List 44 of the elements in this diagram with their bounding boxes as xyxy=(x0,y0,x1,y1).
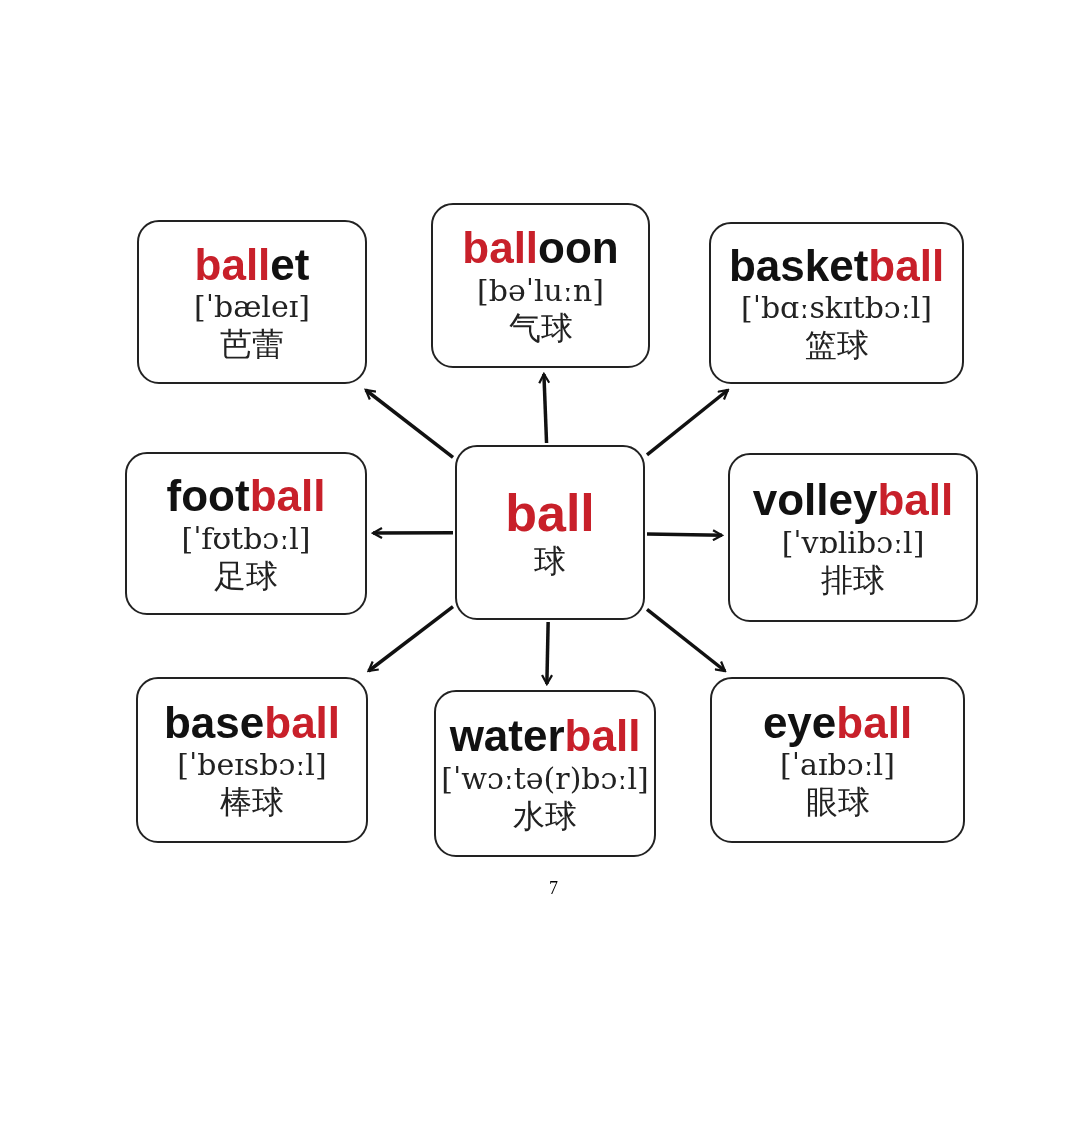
chinese-translation: 排球 xyxy=(821,560,885,599)
arrow xyxy=(538,372,551,444)
chinese-translation: 芭蕾 xyxy=(220,325,284,364)
phonetic-transcription: [ˈfʊtbɔːl] xyxy=(181,520,311,557)
phonetic-transcription: [ˈwɔːtə(r)bɔːl] xyxy=(441,760,649,797)
word-card xyxy=(431,203,650,368)
word-card xyxy=(710,677,965,843)
english-word: baseball xyxy=(163,698,341,747)
phonetic-transcription: [ˈbeɪsbɔːl] xyxy=(177,747,327,783)
arrow xyxy=(371,526,453,540)
phonetic-transcription: [ˈbɑːskɪtbɔːl] xyxy=(740,290,933,326)
arrow xyxy=(364,388,455,459)
phonetic-transcription: [ˈbæleɪ] xyxy=(194,289,310,325)
chinese-translation: 眼球 xyxy=(805,783,870,822)
page-number: 7 xyxy=(549,878,558,899)
word-card xyxy=(136,677,368,843)
arrow xyxy=(645,388,729,457)
english-word: balloon xyxy=(462,224,619,273)
arrow xyxy=(367,605,455,673)
word-card xyxy=(137,220,367,384)
english-word: volleyball xyxy=(752,476,954,525)
phonetic-transcription: [ˈaɪbɔːl] xyxy=(780,747,895,783)
word-card xyxy=(434,690,656,857)
phonetic-transcription: [ˈvɒlibɔːl] xyxy=(781,524,925,561)
arrow xyxy=(646,529,724,542)
arrow xyxy=(645,607,727,673)
word-card xyxy=(728,453,978,622)
chinese-translation: 篮球 xyxy=(804,326,869,365)
english-word: football xyxy=(166,472,326,521)
chinese-translation: 气球 xyxy=(508,308,573,347)
chinese-translation: 足球 xyxy=(214,556,278,595)
chinese-translation: 水球 xyxy=(513,796,577,835)
english-word: basketball xyxy=(728,241,945,290)
english-word: ballet xyxy=(194,240,310,289)
chinese-translation: 棒球 xyxy=(220,783,284,822)
word-card xyxy=(455,445,645,620)
arrow xyxy=(540,621,554,686)
english-word: ball xyxy=(505,484,595,542)
chinese-translation: 球 xyxy=(534,541,566,581)
english-word: waterball xyxy=(449,712,641,761)
word-card xyxy=(709,222,964,384)
word-card xyxy=(125,452,367,615)
phonetic-transcription: [bəˈluːn] xyxy=(477,272,604,309)
english-word: eyeball xyxy=(762,698,913,747)
